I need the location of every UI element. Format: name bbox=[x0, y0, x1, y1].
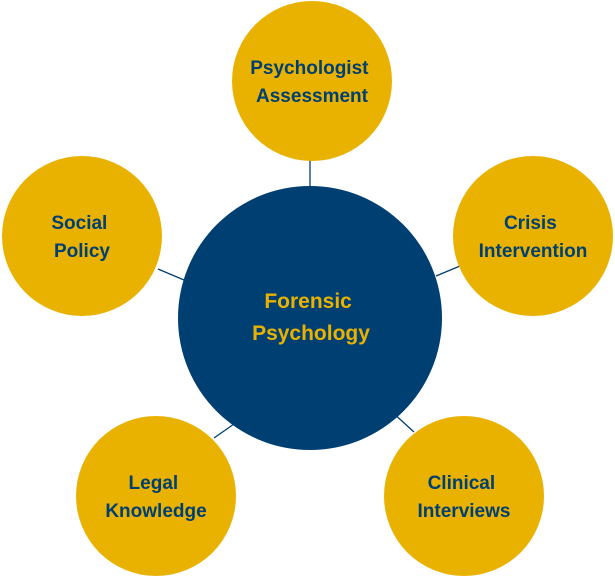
node-label-line: Intervention bbox=[479, 241, 588, 262]
node-circle-psychologist-assessment bbox=[232, 1, 392, 161]
center-label-line: Psychology bbox=[252, 322, 370, 345]
node-label-line: Interviews bbox=[418, 501, 511, 522]
node-label-crisis-intervention: Crisis Intervention bbox=[479, 213, 588, 262]
node-circle-social-policy bbox=[2, 156, 162, 316]
connector-crisis-intervention bbox=[435, 265, 461, 277]
node-label-line: Psychologist bbox=[250, 58, 369, 79]
node-label-line: Legal bbox=[129, 473, 179, 494]
node-circle-legal-knowledge bbox=[76, 416, 236, 576]
node-legal-knowledge: Legal Knowledge bbox=[76, 416, 236, 576]
node-label-line: Assessment bbox=[256, 86, 369, 107]
center-circle bbox=[178, 186, 442, 450]
node-circle-clinical-interviews bbox=[384, 416, 544, 576]
center-label: Forensic Psychology bbox=[252, 290, 370, 345]
connector-social-policy bbox=[157, 268, 185, 281]
connector-legal-knowledge bbox=[213, 423, 235, 439]
node-circle-crisis-intervention bbox=[453, 156, 613, 316]
node-label-clinical-interviews: Clinical Interviews bbox=[418, 473, 511, 522]
node-crisis-intervention: Crisis Intervention bbox=[453, 156, 613, 316]
node-clinical-interviews: Clinical Interviews bbox=[384, 416, 544, 576]
node-label-line: Social bbox=[51, 213, 107, 234]
node-social-policy: Social Policy bbox=[2, 156, 162, 316]
center-node: Forensic Psychology bbox=[178, 186, 442, 450]
node-label-line: Clinical bbox=[428, 473, 496, 494]
node-label-line: Crisis bbox=[504, 213, 557, 234]
node-label-line: Policy bbox=[54, 241, 110, 262]
node-label-psychologist-assessment: Psychologist Assessment bbox=[250, 58, 374, 107]
node-label-social-policy: Social Policy bbox=[51, 213, 112, 262]
node-psychologist-assessment: Psychologist Assessment bbox=[232, 1, 392, 161]
center-label-line: Forensic bbox=[264, 290, 352, 313]
node-label-line: Knowledge bbox=[105, 501, 206, 522]
node-label-legal-knowledge: Legal Knowledge bbox=[105, 473, 206, 522]
